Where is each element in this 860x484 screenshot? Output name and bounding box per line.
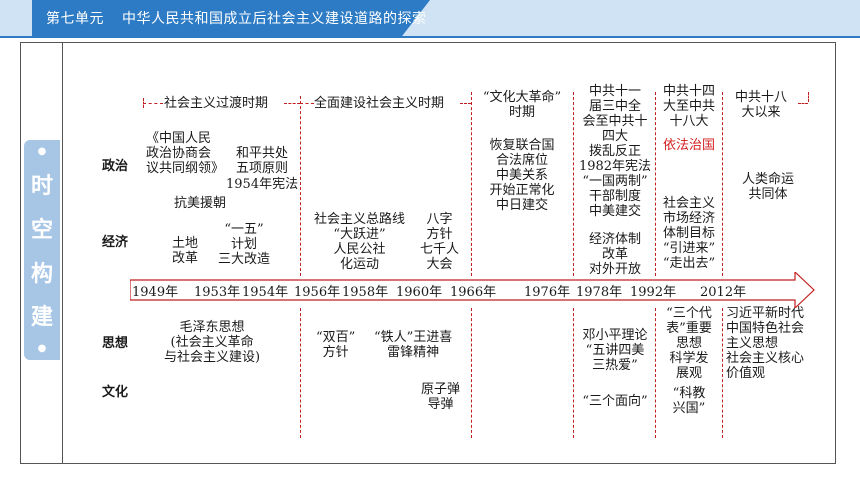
- year-label: 1992年: [630, 285, 677, 300]
- header-underline: [0, 36, 860, 38]
- year-label: 1953年: [194, 285, 241, 300]
- unit-label: 第七单元: [46, 10, 104, 26]
- period-divider: [300, 96, 301, 276]
- cell-p5-thought: “三个代 表”重要 思想 科学发 展观: [666, 306, 712, 381]
- row-label-politics: 政治: [102, 159, 129, 174]
- cell-p1-politics-d: 抗美援朝: [174, 196, 227, 211]
- cell-p1-thought: 毛泽东思想 (社会主义革命 与社会主义建设): [164, 320, 261, 365]
- cell-p2-economy-a: 社会主义总路线 “大跃进” 人民公社 化运动: [314, 212, 406, 272]
- period-since-18th: 中共十八 大以来: [734, 90, 787, 120]
- bullet-icon: ●: [37, 343, 47, 355]
- period-cultural-revolution: “文化大革命” 时期: [482, 90, 562, 120]
- year-label: 1966年: [450, 285, 497, 300]
- period-dash: [460, 103, 471, 104]
- cell-p1-politics-a: 《中国人民 政治协商会 议共同纲领》: [146, 131, 225, 176]
- period-reform: 中共十一 届三中全 会至中共十 四大: [582, 84, 648, 144]
- side-tab-text: ● 时 空 构 建 ●: [24, 140, 60, 360]
- period-divider: [655, 308, 656, 438]
- timeline-arrow: [130, 272, 815, 308]
- period-divider: [471, 92, 472, 276]
- cell-p6-politics: 人类命运 共同体: [741, 172, 794, 202]
- row-label-economy: 经济: [102, 235, 129, 250]
- cell-p4-thought: 邓小平理论 “五讲四美 三热爱”: [582, 328, 648, 373]
- row-label-thought: 思想: [102, 336, 129, 351]
- frame-divider: [62, 42, 63, 464]
- year-label: 1978年: [576, 285, 623, 300]
- cell-p2-thought-a: “双百” 方针: [316, 330, 356, 360]
- cell-p1-economy-a: 土地 改革: [172, 236, 199, 266]
- period-divider: [300, 308, 301, 438]
- cell-p3-politics: 恢复联合国 合法席位 中美关系 开始正常化 中日建交: [489, 138, 555, 213]
- period-14th-to-18th: 中共十四 大至中共 十八大: [662, 84, 715, 129]
- cell-p1-politics-c: 1954年宪法: [226, 177, 299, 192]
- cell-p6-thought: 习近平新时代 中国特色社会 主义思想 社会主义核心 价值观: [726, 306, 805, 381]
- year-label: 1949年: [132, 285, 179, 300]
- period-divider: [471, 308, 472, 438]
- period-divider: [722, 92, 723, 276]
- period-divider: [808, 92, 809, 102]
- period-full-construction: 全面建设社会主义时期: [314, 96, 445, 111]
- content-frame: [20, 42, 836, 464]
- year-label: 1954年: [242, 285, 289, 300]
- header-title: 第七单元 中华人民共和国成立后社会主义建设道路的探索: [46, 8, 445, 28]
- year-label: 1958年: [342, 285, 389, 300]
- period-divider: [573, 92, 574, 276]
- side-char: 空: [30, 218, 53, 244]
- cell-p2-culture: 原子弹 导弹: [421, 382, 461, 412]
- side-char: 建: [30, 305, 53, 331]
- period-dash: [798, 103, 808, 104]
- cell-p1-economy-b: “一五” 计划 三大改造: [218, 222, 271, 267]
- cell-p5-politics-red: 依法治国: [662, 138, 715, 153]
- header-title-tab: [32, 0, 430, 36]
- period-transition: 社会主义过渡时期: [164, 96, 269, 111]
- period-dash: [284, 103, 300, 104]
- bullet-icon: ●: [37, 145, 47, 157]
- period-dash: [300, 103, 314, 104]
- cell-p4-culture: “三个面向”: [582, 394, 648, 409]
- period-dash: [143, 103, 163, 104]
- side-tab: [24, 140, 60, 360]
- period-divider: [722, 308, 723, 438]
- cell-p4-economy: 经济体制 改革 对外开放: [588, 232, 641, 277]
- period-divider: [655, 92, 656, 276]
- cell-p1-politics-b: 和平共处 五项原则: [236, 146, 289, 176]
- year-label: 1956年: [294, 285, 341, 300]
- cell-p4-politics: 拨乱反正 1982年宪法 “一国两制” 干部制度 中美建交: [578, 144, 652, 219]
- year-label: 1976年: [524, 285, 571, 300]
- year-label: 1960年: [396, 285, 443, 300]
- cell-p5-culture: “科教 兴国”: [672, 386, 706, 416]
- row-label-culture: 文化: [102, 385, 129, 400]
- side-char: 时: [30, 174, 53, 200]
- cell-p5-economy: 社会主义 市场经济 体制目标 “引进来” “走出去”: [662, 196, 716, 271]
- side-char: 构: [30, 261, 53, 287]
- cell-p2-economy-b: 八字 方针 七千人 大会: [420, 212, 460, 272]
- cell-p2-thought-b: “铁人”王进喜 雷锋精神: [374, 330, 453, 360]
- unit-title: 中华人民共和国成立后社会主义建设道路的探索: [122, 10, 427, 26]
- period-divider: [573, 308, 574, 438]
- year-label: 2012年: [700, 285, 747, 300]
